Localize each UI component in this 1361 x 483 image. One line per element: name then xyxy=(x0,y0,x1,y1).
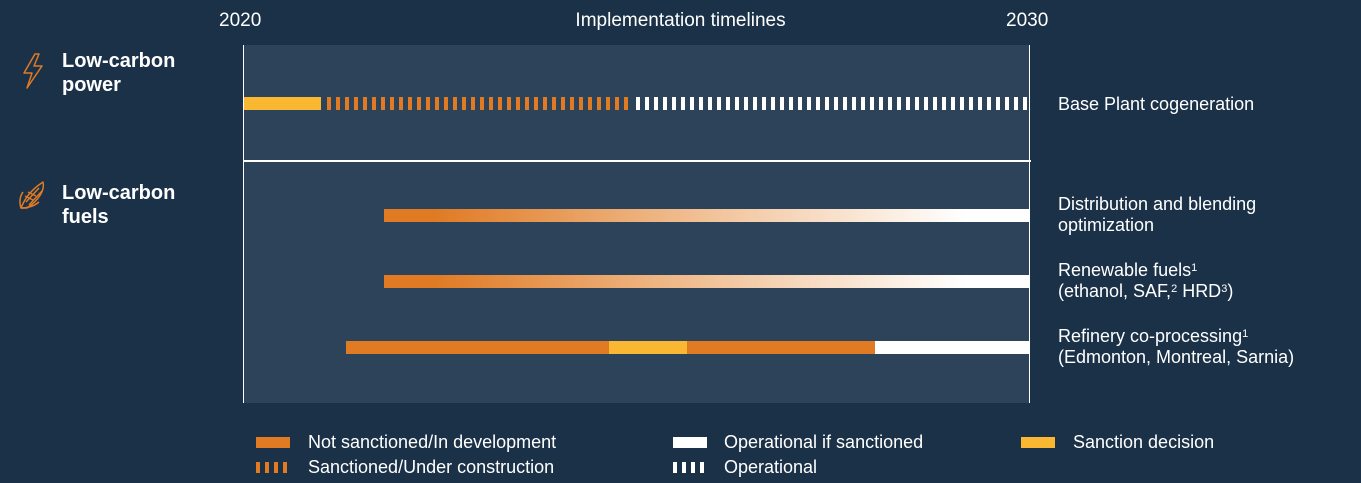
section-title-fuels: Low-carbon fuels xyxy=(62,182,176,228)
legend-not-sanctioned-label: Not sanctioned/In development xyxy=(308,432,557,452)
legend-not-sanctioned-swatch xyxy=(256,437,290,448)
corn-icon xyxy=(17,178,45,210)
legend-operational-label: Operational xyxy=(724,457,818,477)
start-year-line xyxy=(243,45,244,403)
coprocessing-in-development-bar-2 xyxy=(687,341,875,354)
legend-operational-if-sanctioned-swatch xyxy=(673,437,707,448)
coprocessing-label: Refinery co-processing1 (Edmonton, Montr… xyxy=(1058,326,1295,367)
section-divider xyxy=(243,160,1031,162)
end-year-line xyxy=(1029,45,1030,403)
legend-sanction-decision-label: Sanction decision xyxy=(1073,432,1215,452)
cogen-operational-bar xyxy=(636,97,1030,110)
lightning-icon xyxy=(19,52,47,89)
legend-under-construction-swatch xyxy=(256,462,290,473)
legend-under-construction-label: Sanctioned/Under construction xyxy=(308,457,555,477)
coprocessing-sanction-decision-bar xyxy=(609,341,687,354)
distribution-bar xyxy=(384,209,1030,222)
legend-operational-swatch xyxy=(673,462,707,473)
cogen-sanction-decision-bar xyxy=(244,97,321,110)
coprocessing-operational-if-sanctioned-bar xyxy=(875,341,1030,354)
cogen-label: Base Plant cogeneration xyxy=(1058,94,1255,114)
distribution-label: Distribution and blending optimization xyxy=(1058,194,1257,235)
renewable-fuels-bar xyxy=(384,275,1030,288)
cogen-under-construction-bar xyxy=(327,97,632,110)
section-title-power: Low-carbon power xyxy=(62,50,176,96)
chart-title: Implementation timelines xyxy=(575,10,786,31)
start-year-label: 2020 xyxy=(219,10,262,31)
end-year-label: 2030 xyxy=(1006,10,1049,31)
coprocessing-in-development-bar-1 xyxy=(346,341,609,354)
legend-operational-if-sanctioned-label: Operational if sanctioned xyxy=(724,432,924,452)
renewable-fuels-label: Renewable fuels1 (ethanol, SAF,2 HRD3) xyxy=(1058,260,1234,301)
legend-sanction-decision-swatch xyxy=(1021,437,1055,448)
